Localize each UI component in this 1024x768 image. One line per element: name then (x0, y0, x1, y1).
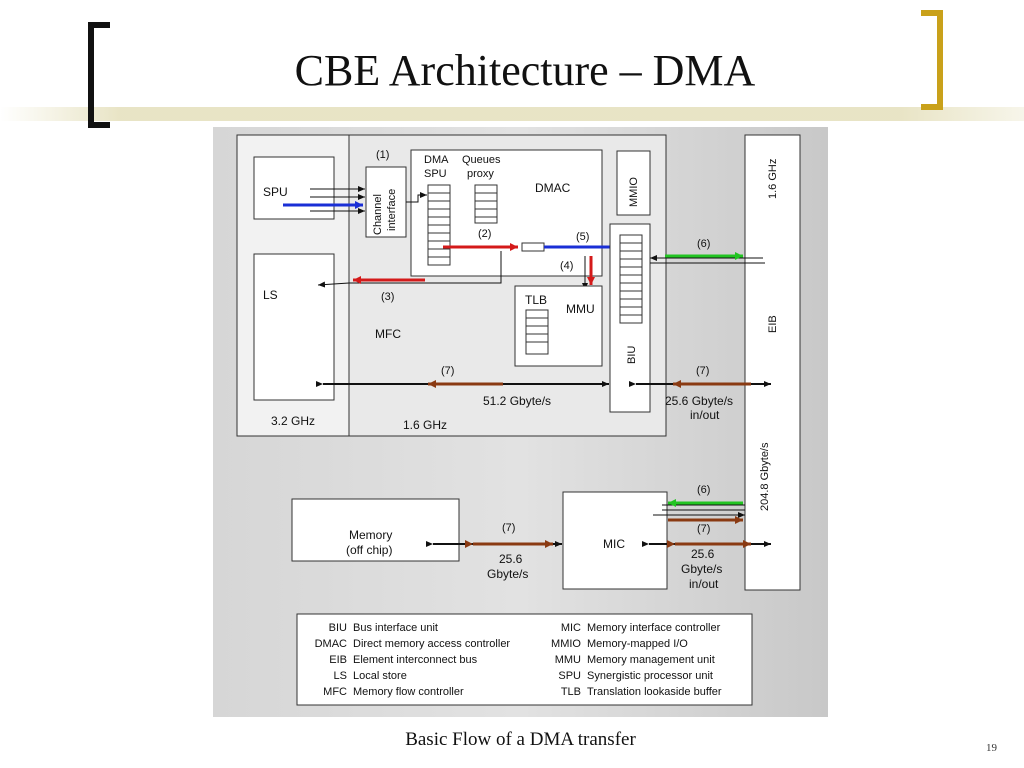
clock-mfc: 1.6 GHz (403, 418, 447, 432)
slide-title: CBE Architecture – DMA (294, 46, 756, 95)
queues-proxy-label-1: Queues (462, 154, 501, 166)
bandwidth-biu-eib-1: 25.6 Gbyte/s (665, 394, 733, 408)
channel-interface-label-2: interface (386, 189, 398, 231)
clock-spu: 3.2 GHz (271, 414, 315, 428)
dma-diagram-svg: SPU LS 3.2 GHz 1.6 GHz MFC Channel inter… (213, 127, 828, 717)
figure-caption: Basic Flow of a DMA transfer (405, 729, 636, 750)
left-bracket-decoration (88, 22, 110, 128)
bandwidth-mem-mic-1: 25.6 (499, 552, 523, 566)
page-number: 19 (986, 742, 997, 754)
queues-proxy-label-2: proxy (467, 168, 494, 180)
memory-label-2: (off chip) (346, 543, 392, 557)
ls-label: LS (263, 288, 278, 302)
mic-label: MIC (603, 537, 625, 551)
channel-interface-box (365, 166, 407, 238)
biu-label: BIU (626, 346, 638, 364)
legend-desc: Memory flow controller (353, 686, 464, 698)
legend-desc: Memory management unit (587, 654, 715, 666)
dma-spu-label-2: SPU (424, 168, 447, 180)
memory-box (291, 498, 460, 562)
legend-desc: Local store (353, 670, 407, 682)
mmio-label: MMIO (628, 177, 640, 207)
dma-spu-label-1: DMA (424, 154, 449, 166)
step-3-line-end (317, 281, 350, 288)
legend-abbr: MMIO (551, 638, 581, 650)
legend-abbr: EIB (329, 654, 347, 666)
step-7-ls-label: (7) (441, 365, 454, 377)
eib-clock-label: 1.6 GHz (767, 159, 779, 199)
step-4-label: (4) (560, 260, 573, 272)
bandwidth-ls-biu: 51.2 Gbyte/s (483, 394, 551, 408)
legend-abbr: SPU (558, 670, 581, 682)
mmio-box (616, 150, 651, 216)
legend-desc: Translation lookaside buffer (587, 686, 722, 698)
bandwidth-mem-mic-2: Gbyte/s (487, 567, 528, 581)
ls-box (253, 253, 335, 401)
bandwidth-mic-eib-1: 25.6 (691, 547, 715, 561)
legend-desc: Bus interface unit (353, 622, 438, 634)
bandwidth-mic-eib-2: Gbyte/s (681, 562, 722, 576)
dma-spu-queue (427, 184, 451, 266)
right-bracket-decoration (921, 10, 943, 110)
step-3-label: (3) (381, 291, 394, 303)
legend-desc: Element interconnect bus (353, 654, 478, 666)
mfc-label: MFC (375, 327, 401, 341)
dmac-label: DMAC (535, 181, 571, 195)
legend-abbr: LS (334, 670, 347, 682)
eib-bandwidth-label: 204.8 Gbyte/s (759, 442, 771, 511)
step-3-line (349, 251, 502, 284)
step-6-top-label: (6) (697, 238, 710, 250)
bandwidth-biu-eib-2: in/out (690, 408, 720, 422)
spu-box (253, 156, 335, 220)
tlb-label: TLB (525, 293, 547, 307)
dma-diagram: SPU LS 3.2 GHz 1.6 GHz MFC Channel inter… (213, 127, 828, 717)
channel-interface-label-1: Channel (372, 194, 384, 235)
legend-abbr: DMAC (315, 638, 347, 650)
legend-desc: Memory-mapped I/O (587, 638, 688, 650)
step-7-biu-label: (7) (696, 365, 709, 377)
legend-desc: Memory interface controller (587, 622, 721, 634)
step-7-memory-label: (7) (502, 522, 515, 534)
biu-buffer (619, 234, 643, 324)
eib-box (744, 134, 801, 591)
legend-abbr: MFC (323, 686, 347, 698)
step-6-bottom-label: (6) (697, 484, 710, 496)
mmu-label: MMU (566, 302, 595, 316)
bandwidth-mic-eib-3: in/out (689, 577, 719, 591)
channel-queue-arrow (406, 192, 427, 203)
memory-label-1: Memory (349, 528, 392, 542)
mic-box (562, 491, 668, 590)
legend-abbr: MIC (561, 622, 581, 634)
proxy-queue (474, 184, 498, 224)
step-5-label: (5) (576, 231, 589, 243)
legend-right: MIC Memory interface controller MMIO Mem… (551, 622, 722, 698)
legend-abbr: TLB (561, 686, 581, 698)
step-7-mic-label: (7) (697, 523, 710, 535)
dma-transfer-unit (521, 242, 545, 252)
step-2-label: (2) (478, 228, 491, 240)
spu-label: SPU (263, 185, 288, 199)
legend-box (296, 613, 753, 706)
title-underline-bar (0, 107, 1024, 121)
tlb-table (525, 309, 549, 355)
step-1-label: (1) (376, 149, 389, 161)
legend-abbr: BIU (329, 622, 347, 634)
legend-abbr: MMU (555, 654, 581, 666)
legend-desc: Synergistic processor unit (587, 670, 713, 682)
legend-left: BIU Bus interface unit DMAC Direct memor… (315, 622, 511, 698)
legend-desc: Direct memory access controller (353, 638, 510, 650)
eib-label: EIB (767, 315, 779, 333)
